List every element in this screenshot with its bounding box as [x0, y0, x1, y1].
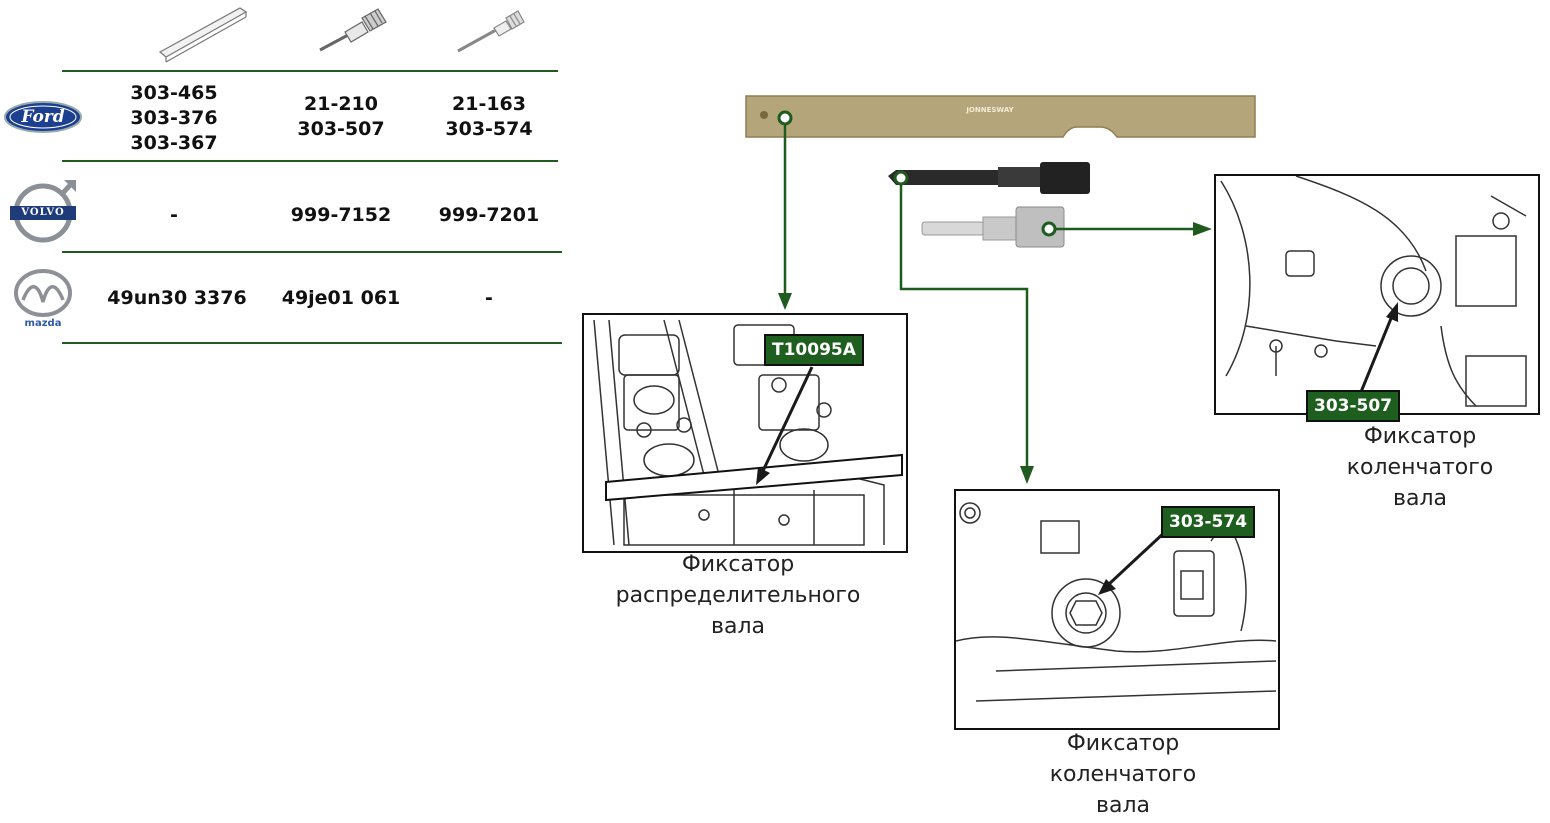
crankshaft-engine-drawing-right	[1220, 176, 1527, 407]
volvo-cell-pin1: 999-7152	[290, 204, 392, 226]
crank-right-caption: Фиксатор коленчатого вала	[1346, 424, 1494, 511]
crank-right-part-tag: 303-507	[1306, 390, 1401, 422]
plate-tool-icon	[158, 7, 248, 63]
ford-cell-pin1: 21-210 303-507	[297, 93, 385, 140]
mazda-cell-pin2: -	[485, 287, 493, 309]
ford-cell-pin2: 21-163 303-574	[445, 93, 533, 140]
ford-logo-text: Ford	[21, 107, 65, 127]
camshaft-part-tag: T10095A	[764, 334, 864, 366]
ford-cell-plate: 303-465 303-376 303-367	[130, 82, 218, 154]
pin-tool-icon-2	[457, 10, 525, 53]
mazda-cell-pin1: 49je01 061	[281, 287, 401, 309]
pin-tool-icon	[319, 8, 387, 52]
mazda-logo-text: mazda	[24, 318, 62, 329]
volvo-cell-pin2: 999-7201	[438, 204, 540, 226]
crank-bottom-caption: Фиксатор коленчатого вала	[1049, 731, 1197, 818]
mazda-cell-plate: 49un30 3376	[107, 287, 247, 309]
mazda-logo	[14, 269, 72, 317]
table-rule-top	[62, 70, 558, 72]
crank-bottom-part-tag: 303-574	[1161, 506, 1256, 538]
crankshaft-engine-illustration-right	[1214, 174, 1540, 415]
ford-logo	[4, 101, 82, 133]
volvo-logo-text: VOLVO	[21, 207, 65, 218]
table-rule	[62, 251, 562, 253]
volvo-cell-plate: -	[170, 204, 178, 226]
camshaft-caption: Фиксатор распределительного вала	[615, 552, 861, 639]
table-rule-bottom	[62, 342, 562, 344]
table-rule	[62, 160, 558, 162]
crankshaft-engine-drawing-bottom	[956, 502, 1277, 702]
plate-brand-text: JONNESWAY	[966, 106, 1014, 114]
volvo-logo	[10, 180, 76, 243]
